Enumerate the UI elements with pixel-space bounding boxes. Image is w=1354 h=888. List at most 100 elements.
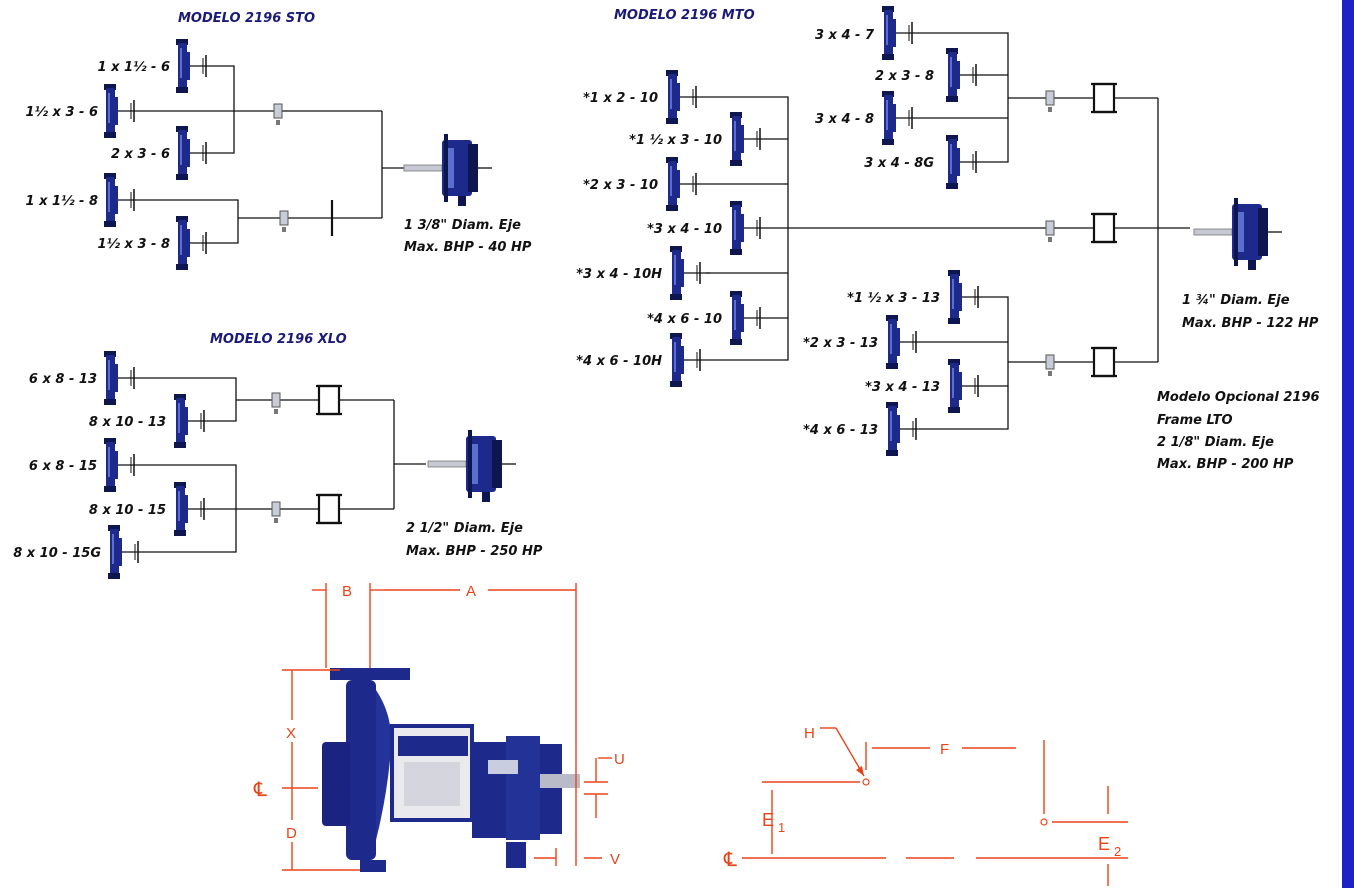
centerline-symbol: ℄ — [723, 849, 737, 871]
pump-label: 8 x 10 - 15G — [13, 546, 101, 561]
pump-icon — [665, 156, 707, 212]
pump-icon — [945, 134, 987, 190]
pump-icon — [947, 358, 989, 414]
group-title-mto: MODELO 2196 MTO — [614, 8, 755, 23]
adapter-icon — [271, 392, 281, 415]
connector-lines — [144, 377, 426, 553]
pump-icon — [107, 524, 149, 580]
pump-icon — [103, 350, 145, 406]
pump-label: 1½ x 3 - 6 — [26, 105, 98, 120]
pump-icon — [729, 200, 771, 256]
pump-label: *3 x 4 - 10 — [647, 222, 722, 237]
motor-icon — [403, 133, 493, 207]
pump-icon — [947, 269, 989, 325]
pump-label: 1½ x 3 - 8 — [98, 237, 170, 252]
max-bhp: Max. BHP - 122 HP — [1182, 316, 1319, 331]
dim-label-v: V — [610, 851, 620, 868]
adapter-icon — [1045, 90, 1055, 113]
adapter-icon — [1045, 354, 1055, 377]
max-bhp: Max. BHP - 40 HP — [404, 240, 532, 255]
connector-lines — [144, 65, 408, 244]
pump-icon — [173, 393, 215, 449]
pump-icon — [103, 83, 145, 139]
group-title-xlo: MODELO 2196 XLO — [210, 332, 347, 347]
group-mto: MODELO 2196 MTO 3 x 4 - 7 2 x 3 - 8 3 x … — [576, 5, 1320, 472]
bearing-frame-icon — [314, 384, 344, 416]
pump-label: *2 x 3 - 10 — [583, 178, 658, 193]
pump-label: 8 x 10 - 13 — [89, 415, 166, 430]
pump-icon — [885, 401, 927, 457]
dim-label-e2: E — [1098, 834, 1110, 854]
pump-icon — [103, 172, 145, 228]
pump-icon — [729, 111, 771, 167]
motor-icon — [1193, 197, 1283, 271]
pump-icon — [173, 481, 215, 537]
adapter-icon — [273, 103, 283, 126]
optional-frame: Frame LTO — [1157, 413, 1233, 428]
right-edge-bar — [1342, 0, 1354, 888]
bearing-frame-icon — [1089, 82, 1119, 114]
connector-lines — [706, 32, 1190, 430]
adapter-icon — [271, 501, 281, 524]
base-dimension-drawing: H F E 1 E 2 ℄ — [723, 725, 1128, 886]
pump-label: 2 x 3 - 8 — [875, 69, 934, 84]
max-bhp: Max. BHP - 250 HP — [406, 544, 543, 559]
pump-label: 1 x 1½ - 8 — [26, 194, 98, 209]
pump-icon — [729, 290, 771, 346]
pump-icon — [175, 215, 217, 271]
pump-icon — [885, 314, 927, 370]
pump-label: *4 x 6 - 10H — [576, 354, 662, 369]
pump-label: 3 x 4 - 7 — [815, 28, 875, 43]
pump-label: 6 x 8 - 13 — [29, 372, 97, 387]
shaft-diameter: 2 1/2" Diam. Eje — [406, 521, 523, 536]
dim-label-u: U — [614, 751, 625, 768]
pump-icon — [175, 38, 217, 94]
bearing-frame-icon — [1089, 212, 1119, 244]
pump-label: *2 x 3 - 13 — [803, 336, 878, 351]
pump-icon — [665, 69, 707, 125]
dim-label-a: A — [466, 583, 476, 600]
dim-label-e1: E — [762, 810, 774, 830]
bearing-frame-icon — [1089, 346, 1119, 378]
shaft-diameter: 1 3/8" Diam. Eje — [404, 218, 521, 233]
pump-icon — [881, 5, 923, 61]
dim-label-x: X — [286, 725, 296, 742]
dim-label-h: H — [804, 725, 815, 742]
pump-label: *3 x 4 - 10H — [576, 267, 662, 282]
pump-label: *1 ½ x 3 - 10 — [629, 133, 722, 148]
pump-label: *1 x 2 - 10 — [583, 91, 658, 106]
adapter-icon — [1045, 220, 1055, 243]
pump-label: 3 x 4 - 8 — [815, 112, 874, 127]
pump-icon — [103, 437, 145, 493]
shaft-diameter: 1 ¾" Diam. Eje — [1182, 293, 1290, 308]
pump-label: 2 x 3 - 6 — [111, 147, 170, 162]
pump-label: 6 x 8 - 15 — [29, 459, 97, 474]
dimension-lines — [742, 727, 1128, 886]
motor-icon — [427, 429, 517, 503]
pump-label: 1 x 1½ - 6 — [98, 60, 170, 75]
group-title-sto: MODELO 2196 STO — [178, 11, 315, 26]
pump-icon — [669, 245, 711, 301]
pump-dimension-drawing: B A X D U V ℄ — [253, 583, 625, 872]
optional-shaft-diameter: 2 1/8" Diam. Eje — [1157, 435, 1274, 450]
pump-side-view — [322, 668, 580, 872]
optional-model: Modelo Opcional 2196 — [1157, 390, 1320, 405]
pump-icon — [945, 47, 987, 103]
adapter-icon — [279, 210, 289, 233]
optional-max-bhp: Max. BHP - 200 HP — [1157, 457, 1294, 472]
dimension-lines — [282, 583, 612, 871]
pump-icon — [881, 90, 923, 146]
dim-label-e2-sub: 2 — [1114, 844, 1121, 859]
dim-label-b: B — [342, 583, 352, 600]
dim-label-d: D — [286, 825, 297, 842]
pump-label: *1 ½ x 3 - 13 — [847, 291, 940, 306]
group-sto: MODELO 2196 STO 1 x 1½ - 6 1½ x 3 - 6 2 … — [26, 11, 532, 271]
bearing-frame-icon — [314, 493, 344, 525]
pump-label: 8 x 10 - 15 — [89, 503, 166, 518]
group-xlo: MODELO 2196 XLO 6 x 8 - 13 8 x 10 - 13 6… — [13, 332, 543, 580]
dim-label-e1-sub: 1 — [778, 820, 785, 835]
pump-label: *3 x 4 - 13 — [865, 380, 940, 395]
centerline-symbol: ℄ — [253, 779, 267, 801]
pump-label: 3 x 4 - 8G — [864, 156, 934, 171]
